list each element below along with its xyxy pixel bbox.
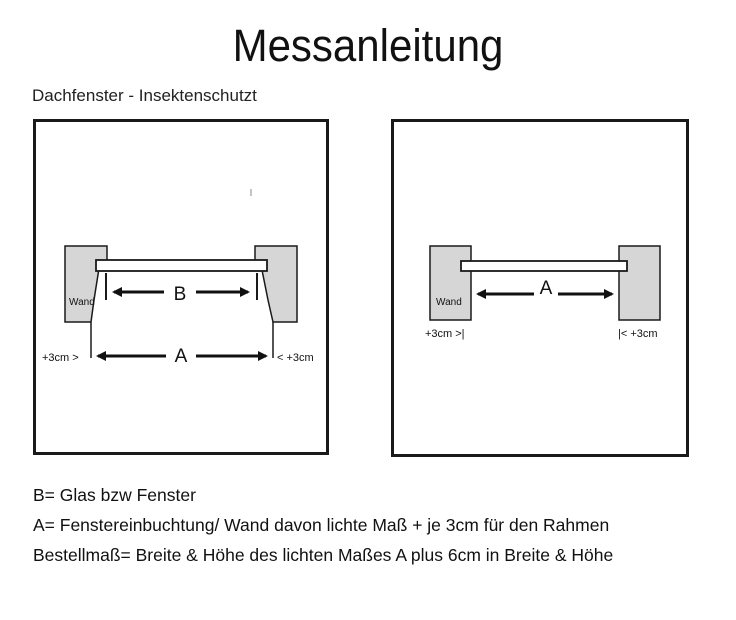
left-offset-label: +3cm >: [42, 352, 79, 364]
left-offset-label: +3cm >|: [425, 328, 465, 340]
dimension-label-a: A: [540, 278, 553, 299]
roof-window-diagram: B A Wand +3cm > < +3cm: [42, 189, 314, 367]
window-opening-diagram-panel: A Wand +3cm >| |< +3cm: [391, 119, 689, 457]
legend-order-size-text: Bestellmaß= Breite & Höhe des lichten Ma…: [33, 545, 614, 565]
roof-window-diagram-panel: B A Wand +3cm > < +3cm: [33, 119, 329, 455]
diagram-subtitle: Dachfenster - Insektenschutzt: [32, 86, 257, 105]
wall-label: Wand: [69, 297, 95, 308]
right-wall-shape: [254, 245, 298, 323]
window-glass-bar: [95, 259, 268, 272]
page-title: Messanleitung: [232, 20, 504, 71]
dimension-label-a: A: [175, 346, 188, 367]
left-wall-shape: [64, 245, 108, 323]
right-offset-label: |< +3cm: [618, 328, 658, 340]
legend-b-text: B= Glas bzw Fenster: [33, 485, 196, 505]
window-opening-diagram: A Wand +3cm >| |< +3cm: [425, 245, 661, 340]
window-glass-bar: [460, 260, 628, 272]
legend-a-text: A= Fenstereinbuchtung/ Wand davon lichte…: [33, 515, 610, 535]
wall-label: Wand: [436, 297, 462, 308]
right-offset-label: < +3cm: [277, 352, 314, 364]
left-wall-shape: [429, 245, 472, 321]
dimension-label-b: B: [174, 284, 187, 305]
right-wall-shape: [618, 245, 661, 321]
